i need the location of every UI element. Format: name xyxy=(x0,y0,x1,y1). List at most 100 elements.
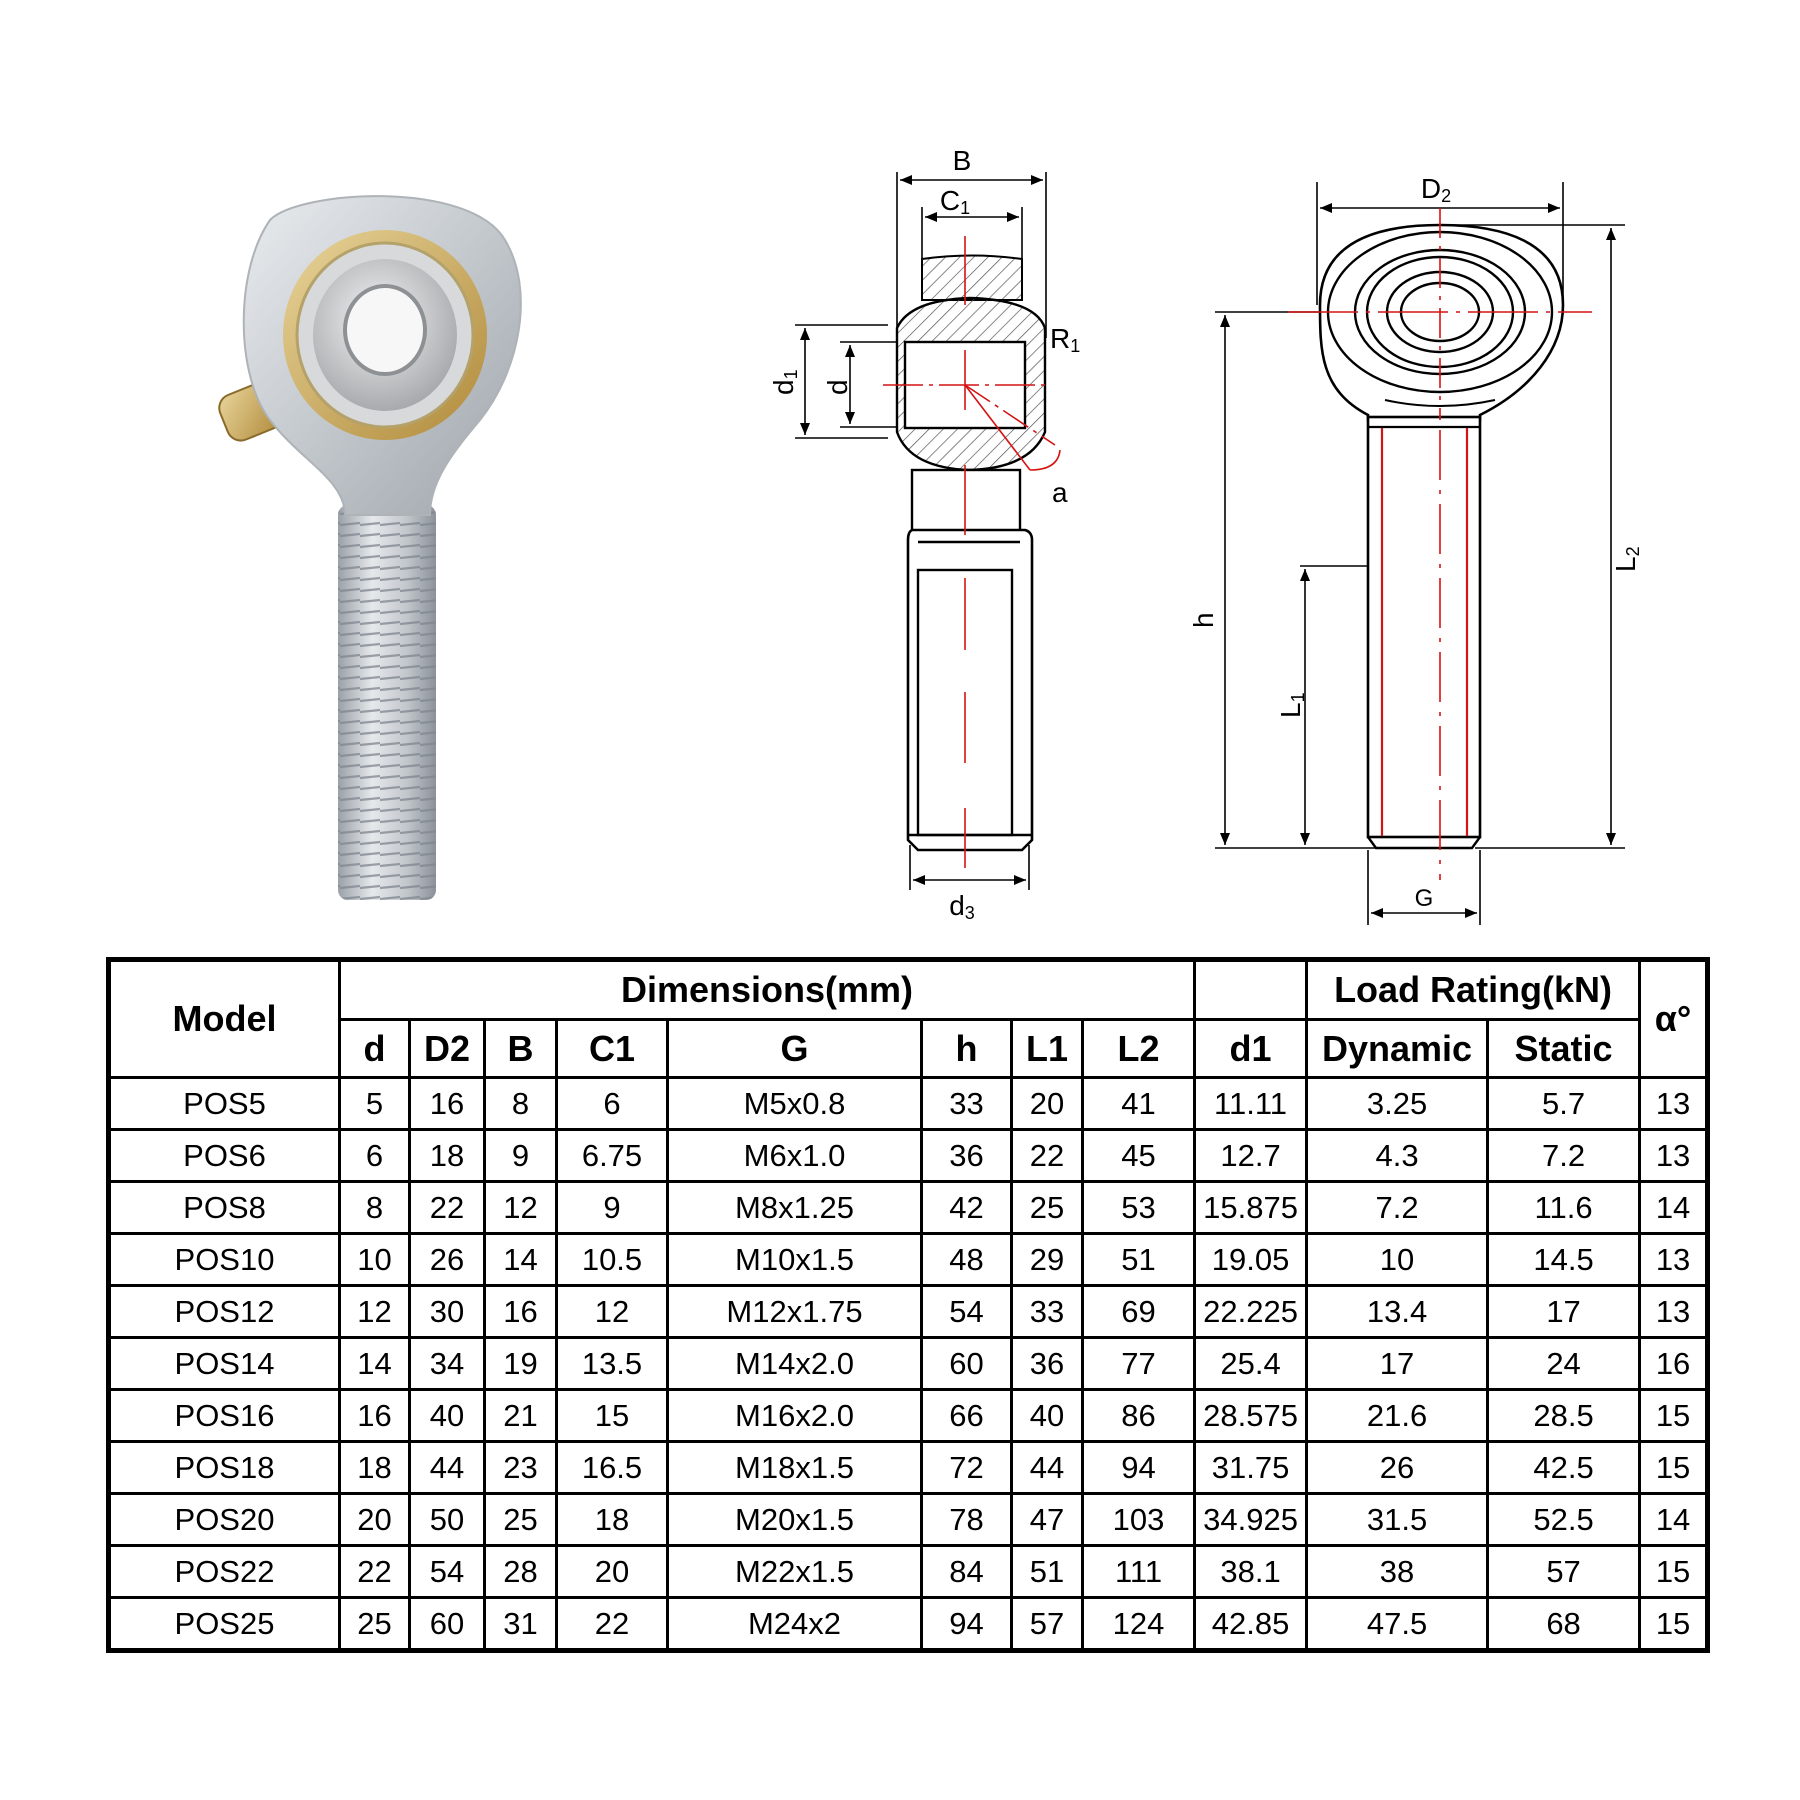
cell-static: 68 xyxy=(1486,1596,1642,1652)
header-dynamic: Dynamic xyxy=(1305,1018,1490,1079)
cell-static: 57 xyxy=(1486,1544,1642,1599)
cell-dynamic: 4.3 xyxy=(1305,1128,1490,1183)
cell-L1: 22 xyxy=(1010,1128,1084,1183)
cell-d1: 42.85 xyxy=(1193,1596,1309,1652)
cell-h: 60 xyxy=(920,1336,1013,1391)
cell-dynamic: 3.25 xyxy=(1305,1076,1490,1131)
cell-model: POS20 xyxy=(107,1492,341,1547)
cell-dynamic: 38 xyxy=(1305,1544,1490,1599)
label-R1: R1 xyxy=(1050,323,1080,356)
cell-L1: 29 xyxy=(1010,1232,1084,1287)
cell-d1: 28.575 xyxy=(1193,1388,1309,1443)
cell-static: 52.5 xyxy=(1486,1492,1642,1547)
cell-B: 16 xyxy=(483,1284,558,1339)
cell-d: 22 xyxy=(338,1544,411,1599)
table-row: POS10 10 26 14 10.5 M10x1.5 48 29 51 19.… xyxy=(107,1232,1710,1287)
cell-alpha: 13 xyxy=(1638,1076,1710,1131)
cell-h: 94 xyxy=(920,1596,1013,1652)
cell-model: POS14 xyxy=(107,1336,341,1391)
cell-C1: 15 xyxy=(555,1388,669,1443)
header-dimensions: Dimensions(mm) xyxy=(337,958,1197,1021)
cell-B: 31 xyxy=(483,1596,558,1652)
cell-D2: 18 xyxy=(408,1128,486,1183)
cell-L1: 36 xyxy=(1010,1336,1084,1391)
cell-model: POS8 xyxy=(107,1180,341,1235)
cell-B: 25 xyxy=(483,1492,558,1547)
cell-d: 14 xyxy=(338,1336,411,1391)
cell-dynamic: 13.4 xyxy=(1305,1284,1490,1339)
rod-end-head xyxy=(242,195,522,516)
cell-d1: 34.925 xyxy=(1193,1492,1309,1547)
cell-G: M22x1.5 xyxy=(666,1544,923,1599)
cell-dynamic: 26 xyxy=(1305,1440,1490,1495)
cell-L1: 47 xyxy=(1010,1492,1084,1547)
header-h: h xyxy=(920,1018,1013,1079)
cell-static: 24 xyxy=(1486,1336,1642,1391)
cell-G: M12x1.75 xyxy=(666,1284,923,1339)
cell-dynamic: 47.5 xyxy=(1305,1596,1490,1652)
cell-B: 21 xyxy=(483,1388,558,1443)
header-row-group: Model Dimensions(mm) Load Rating(kN) α° xyxy=(107,958,1710,1079)
cell-B: 8 xyxy=(483,1076,558,1131)
cell-G: M14x2.0 xyxy=(666,1336,923,1391)
cell-alpha: 15 xyxy=(1638,1596,1710,1652)
cell-L1: 20 xyxy=(1010,1076,1084,1131)
cell-G: M18x1.5 xyxy=(666,1440,923,1495)
table-row: POS18 18 44 23 16.5 M18x1.5 72 44 94 31.… xyxy=(107,1440,1710,1495)
label-B: B xyxy=(953,145,972,176)
cell-dynamic: 10 xyxy=(1305,1232,1490,1287)
cell-model: POS5 xyxy=(107,1076,341,1131)
cell-static: 17 xyxy=(1486,1284,1642,1339)
cell-B: 14 xyxy=(483,1232,558,1287)
header-L1: L1 xyxy=(1010,1018,1084,1079)
label-d1: d1 xyxy=(768,369,801,395)
cell-L1: 25 xyxy=(1010,1180,1084,1235)
label-G: G xyxy=(1415,885,1434,912)
cell-dynamic: 31.5 xyxy=(1305,1492,1490,1547)
cell-d1: 31.75 xyxy=(1193,1440,1309,1495)
header-alpha: α° xyxy=(1638,958,1710,1079)
threaded-shank xyxy=(338,505,436,900)
cell-L2: 94 xyxy=(1080,1440,1197,1495)
cell-d: 6 xyxy=(338,1128,411,1183)
header-L2: L2 xyxy=(1080,1018,1197,1079)
cell-model: POS10 xyxy=(107,1232,341,1287)
cell-G: M10x1.5 xyxy=(666,1232,923,1287)
cell-h: 66 xyxy=(920,1388,1013,1443)
cell-D2: 50 xyxy=(408,1492,486,1547)
cell-D2: 16 xyxy=(408,1076,486,1131)
cell-model: POS25 xyxy=(107,1596,341,1652)
table-row: POS20 20 50 25 18 M20x1.5 78 47 103 34.9… xyxy=(107,1492,1710,1547)
header-static: Static xyxy=(1486,1018,1642,1079)
cell-d: 10 xyxy=(338,1232,411,1287)
header-load-rating: Load Rating(kN) xyxy=(1305,958,1642,1021)
cell-D2: 34 xyxy=(408,1336,486,1391)
header-D2: D2 xyxy=(408,1018,486,1079)
cell-model: POS18 xyxy=(107,1440,341,1495)
cell-d1: 19.05 xyxy=(1193,1232,1309,1287)
label-d3: d3 xyxy=(949,890,975,923)
cell-C1: 6 xyxy=(555,1076,669,1131)
table-row: POS25 25 60 31 22 M24x2 94 57 124 42.85 … xyxy=(107,1596,1710,1652)
cell-C1: 16.5 xyxy=(555,1440,669,1495)
cell-model: POS16 xyxy=(107,1388,341,1443)
cell-static: 28.5 xyxy=(1486,1388,1642,1443)
front-view-drawing: D2 h L1 L2 G xyxy=(1188,173,1643,925)
cell-B: 12 xyxy=(483,1180,558,1235)
cell-L1: 40 xyxy=(1010,1388,1084,1443)
header-G: G xyxy=(666,1018,923,1079)
cell-d: 8 xyxy=(338,1180,411,1235)
cell-C1: 12 xyxy=(555,1284,669,1339)
label-a: a xyxy=(1052,477,1068,508)
table-row: POS8 8 22 12 9 M8x1.25 42 25 53 15.875 7… xyxy=(107,1180,1710,1235)
cell-G: M20x1.5 xyxy=(666,1492,923,1547)
cell-alpha: 16 xyxy=(1638,1336,1710,1391)
cell-L2: 103 xyxy=(1080,1492,1197,1547)
cell-dynamic: 7.2 xyxy=(1305,1180,1490,1235)
cell-L1: 57 xyxy=(1010,1596,1084,1652)
cell-model: POS12 xyxy=(107,1284,341,1339)
cell-dynamic: 21.6 xyxy=(1305,1388,1490,1443)
table-row: POS6 6 18 9 6.75 M6x1.0 36 22 45 12.7 4.… xyxy=(107,1128,1710,1183)
cell-L2: 86 xyxy=(1080,1388,1197,1443)
cell-d: 12 xyxy=(338,1284,411,1339)
